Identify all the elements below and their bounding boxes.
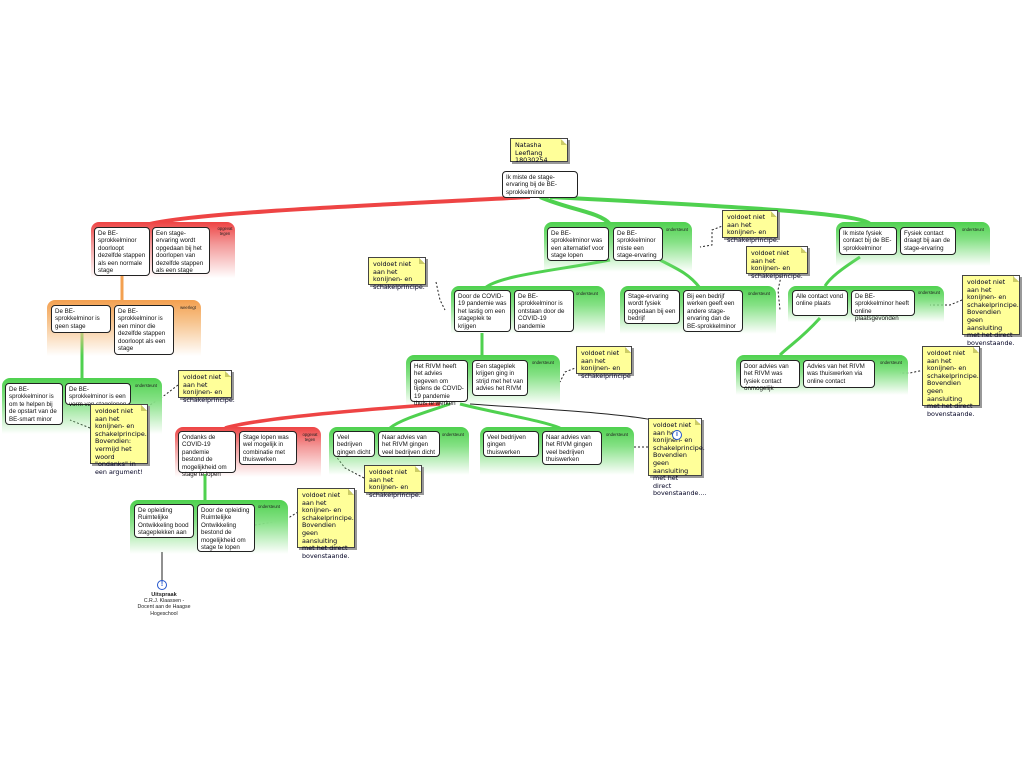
tag-weerlegt: weerlegt bbox=[180, 305, 196, 310]
claim-b6[interactable]: De BE-sprokkelminor is een vorm van stag… bbox=[65, 383, 131, 408]
claim-b8[interactable]: De BE-sprokkelminor miste een stage-erva… bbox=[613, 227, 663, 261]
claim-b12[interactable]: Bij een bedrijf werken geeft een andere … bbox=[683, 290, 743, 332]
note-n7: voldoet niet aan het konijnen- en schake… bbox=[178, 370, 235, 404]
claim-b19[interactable]: Door advies van het RIVM was fysiek cont… bbox=[740, 360, 800, 392]
note-n5: voldoet niet aan het konijnen- en schake… bbox=[576, 346, 632, 380]
claim-b9[interactable]: Door de COVID-19 pandemie was het lastig… bbox=[454, 290, 511, 332]
tag-ondersteunt-b17: ondersteunt bbox=[531, 360, 555, 365]
claim-b18[interactable]: Een stageplek krijgen ging in strijd met… bbox=[472, 360, 528, 396]
claim-b25[interactable]: Veel bedrijven gingen thuiswerken bbox=[483, 431, 539, 457]
note-n1: voldoet niet aan het konijnen- en schake… bbox=[722, 210, 779, 244]
note-n10: voldoet niet aan het konijnen- en schake… bbox=[364, 465, 422, 499]
source-info: Uitspraak C.R.J. Klaassen - Docent aan d… bbox=[128, 592, 200, 617]
tag-ondersteunt-b13: ondersteunt bbox=[961, 227, 985, 232]
root-claim[interactable]: Ik miste de stage-ervaring bij de BE-spr… bbox=[502, 171, 578, 198]
author-name: Natasha Leeflang bbox=[515, 141, 543, 157]
author-id: 18030254 bbox=[515, 156, 548, 165]
claim-b21[interactable]: Ondanks de COVID-19 pandemie bestond de … bbox=[178, 431, 236, 478]
claim-b7[interactable]: De BE-sprokkelminor was een alternatief … bbox=[547, 227, 609, 261]
claim-b2[interactable]: Een stage-ervaring wordt opgedaan bij he… bbox=[152, 227, 210, 274]
claim-b17[interactable]: Het RIVM heeft het advies gegeven om tij… bbox=[410, 360, 468, 407]
claim-b23[interactable]: Veel bedrijven gingen dicht bbox=[333, 431, 375, 457]
tag-ondersteunt-b19: ondersteunt bbox=[879, 360, 903, 365]
claim-b22[interactable]: Stage lopen was wel mogelijk in combinat… bbox=[239, 431, 297, 465]
tag-ondersteunt-b9: ondersteunt bbox=[575, 291, 599, 296]
claim-b24[interactable]: Naar advies van het RIVM gingen veel bed… bbox=[378, 431, 440, 457]
claim-b10[interactable]: De BE-sprokkelminor is ontstaan door de … bbox=[514, 290, 574, 332]
tag-ondersteunt-b23: ondersteunt bbox=[441, 432, 465, 437]
tag-ondersteunt-b15: ondersteunt bbox=[917, 290, 941, 295]
claim-b14[interactable]: Fysiek contact draagt bij aan de stage-e… bbox=[900, 227, 956, 255]
claim-b5[interactable]: De BE-sprokkelminor is om te helpen bij … bbox=[5, 383, 63, 425]
claim-b26[interactable]: Naar advies van het RIVM gingen veel bed… bbox=[542, 431, 602, 465]
claim-b16[interactable]: De BE-sprokkelminor heeft online plaatsg… bbox=[851, 290, 915, 322]
claim-b11[interactable]: Stage-ervaring wordt fysiek opgedaan bij… bbox=[624, 290, 680, 324]
note-n2: voldoet niet aan het konijnen- en schake… bbox=[368, 257, 426, 291]
note-n6: voldoet niet aan het konijnen- en schake… bbox=[922, 346, 980, 418]
source-line3: Hogeschool bbox=[150, 610, 178, 617]
exclamation-icon: ! bbox=[157, 580, 167, 590]
claim-b1[interactable]: De BE-sprokkelminor doorloopt dezelfde s… bbox=[94, 227, 150, 276]
claim-b28[interactable]: Door de opleiding Ruimtelijke Ontwikkeli… bbox=[197, 504, 255, 552]
claim-b3[interactable]: De BE-sprokkelminor is geen stage bbox=[51, 305, 111, 333]
tag-ondersteunt-b11: ondersteunt bbox=[747, 291, 771, 296]
claim-b27[interactable]: De opleiding Ruimtelijke Ontwikkeling bo… bbox=[134, 504, 194, 538]
note-n9: voldoet niet aan het konijnen- en schake… bbox=[648, 418, 707, 497]
claim-b20[interactable]: Advies van het RIVM was thuiswerken via … bbox=[803, 360, 875, 388]
source-line2: Docent aan de Haagse bbox=[137, 604, 191, 611]
source-line1: C.R.J. Klaassen - bbox=[143, 598, 185, 605]
tag-ondersteunt-b7: ondersteunt bbox=[665, 227, 689, 232]
note-n3: voldoet niet aan het konijnen- en schake… bbox=[746, 246, 808, 280]
tag-ondersteunt-b5: ondersteunt bbox=[134, 383, 158, 388]
tag-ondersteunt-b27: ondersteunt bbox=[257, 504, 281, 509]
info-icon[interactable]: i bbox=[672, 430, 682, 440]
source-title: Uitspraak bbox=[151, 592, 177, 598]
note-n11: voldoet niet aan het konijnen- en schake… bbox=[297, 488, 355, 560]
tag-ondersteunt-b25: ondersteunt bbox=[605, 432, 629, 437]
author-note: Natasha Leeflang 18030254 bbox=[510, 138, 568, 165]
claim-b15[interactable]: Alle contact vond online plaats bbox=[792, 290, 848, 316]
note-n8: voldoet niet aan het konijnen- en schake… bbox=[90, 404, 148, 476]
note-n4: voldoet niet aan het konijnen- en schake… bbox=[962, 275, 1020, 347]
claim-b4[interactable]: De BE-sprokkelminor is een minor die dez… bbox=[114, 305, 174, 355]
claim-b13[interactable]: Ik miste fysiek contact bij de BE-sprokk… bbox=[839, 227, 897, 255]
